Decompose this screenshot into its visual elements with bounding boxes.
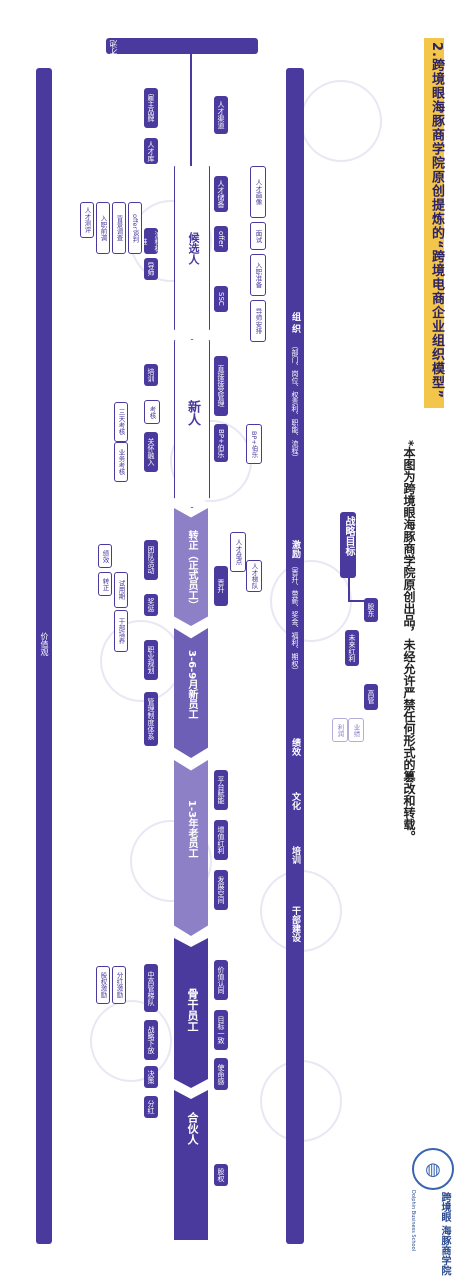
- talent-echelon-pill: 人才梯队: [246, 560, 262, 592]
- career-plan-pill: 职业规划: [144, 640, 158, 680]
- stage-partner-label: 合伙人: [186, 1112, 199, 1145]
- hiring-detail: 面试: [250, 222, 266, 250]
- stage-newcomer-label: 新人: [185, 400, 200, 426]
- platform-pill: 平台赋能: [214, 770, 228, 810]
- incentive-detail: （晋升、带薪、奖金、福利、期权）: [291, 562, 299, 674]
- strategy-down-pill: 战略下放: [144, 1020, 158, 1060]
- stage-369-label: 3-6-9月新员工: [186, 650, 197, 720]
- career-pill: 关怀融入: [144, 432, 158, 472]
- strategy-item: 股东: [364, 598, 378, 622]
- ssc-pill: SSC: [214, 286, 228, 312]
- org-detail: （部门、岗位、权责利、职能、流程）: [291, 342, 299, 461]
- stage-candidate-label: 候选人: [187, 232, 200, 265]
- logo-text-en: Dolphin Business School: [410, 1190, 416, 1252]
- decision-pill: 决策: [144, 1066, 158, 1088]
- dividend-pill: 分红: [144, 1096, 158, 1118]
- assess-label: 考核: [144, 400, 160, 424]
- bp-pill: BP+伯乐: [214, 424, 228, 462]
- mission-pill: 使命感: [214, 1058, 228, 1090]
- talent-channel-pill: 人才渠道: [214, 96, 228, 134]
- train-pill: 培训: [144, 364, 158, 386]
- hiring-detail: 入职准备: [250, 254, 266, 296]
- mgmt-echelon-pill: 中高管梯队: [144, 964, 158, 1012]
- growth-pill: 增值红利: [214, 820, 228, 860]
- promote-pill: 晋升: [214, 566, 228, 606]
- talent-pool-box: [106, 38, 258, 54]
- values-bar: [36, 68, 52, 1244]
- talent-database-tag: 人才库: [144, 138, 158, 164]
- backbone-detail: 股权激励: [96, 966, 110, 1004]
- page-title: [424, 38, 444, 408]
- assign-pill: 导师: [144, 258, 158, 280]
- stage-formal: [174, 508, 208, 626]
- incentive-label: 激励: [290, 540, 300, 558]
- goal-align-pill: 目标一致: [214, 1010, 228, 1050]
- stage-formal-label: 转正（正式员工）: [186, 530, 197, 610]
- cadre-label: 干部建设: [290, 906, 300, 942]
- stage-veteran: [174, 760, 208, 936]
- equity-pill: 股权: [214, 1164, 228, 1186]
- training-label: 培训: [290, 846, 300, 864]
- hiring-left-detail: 人才测评: [80, 202, 94, 238]
- employer-brand-tag: 雇主品牌: [144, 88, 158, 128]
- copyright-notice: *本图为跨境眼海豚商学院原创出品，未经允许严禁任何形式的篡改和转载。: [402, 440, 416, 843]
- hiring-left-detail: 入职前调: [96, 202, 110, 254]
- school-logo: ◍: [412, 1148, 454, 1190]
- watermark-logo: [90, 1000, 172, 1082]
- values-label: 价值观: [40, 632, 49, 656]
- stage-369: [174, 628, 208, 758]
- stage-newcomer: [174, 340, 210, 508]
- talent-pool-text: [110, 40, 254, 52]
- globe-icon: ◍: [425, 1158, 441, 1180]
- logo-text-cn: 跨境眼 海豚商学院: [439, 1192, 450, 1276]
- strategy-item: 未来红利: [345, 630, 359, 666]
- connector: [348, 578, 350, 600]
- page-title-text: 2.跨境眼海豚商学院原创提炼的“跨境电商企业组织模型”: [429, 42, 444, 400]
- bp-detail: BP+伯乐: [246, 424, 262, 464]
- watermark-logo: [100, 620, 182, 702]
- culture-onboard-pill: 直接接受管理: [214, 356, 228, 416]
- hiring-left-detail: offer谈判: [128, 202, 142, 254]
- value-id-pill: 价值认同: [214, 960, 228, 1000]
- flow-line: [190, 54, 192, 166]
- new-detail: 三天考核: [114, 402, 128, 442]
- offer-pill: offer: [214, 226, 228, 252]
- hiring-detail: 人才画像: [250, 166, 266, 218]
- talent-reserve-pill: 人才储备: [214, 176, 228, 212]
- group-pill: 团队活动: [144, 540, 158, 580]
- strategy-label: 战略目标: [343, 516, 354, 556]
- organization-bar: [286, 68, 304, 1244]
- formal-detail: 试用期: [114, 572, 128, 608]
- hiring-left-detail: 背景调查: [112, 202, 126, 254]
- org-label: 组 织: [290, 312, 300, 334]
- watermark-logo: [300, 80, 382, 162]
- backbone-detail: 分红激励: [112, 966, 126, 1004]
- watermark-logo: [130, 820, 212, 902]
- culture-label: 文化: [290, 792, 300, 810]
- new-detail: 业务考核: [114, 442, 128, 482]
- formal-detail: 绩效: [98, 544, 112, 568]
- mgmt-system-pill: 管理制度体系: [144, 692, 158, 746]
- dev-space-pill: 发展空间: [214, 870, 228, 910]
- strategy-tag: 业绩: [348, 718, 364, 742]
- talent-check-pill: 人才盘点: [230, 532, 246, 572]
- stage-veteran-label: 1-3年老员工: [186, 800, 197, 859]
- stage-backbone-label: 骨干员工: [186, 988, 199, 1032]
- stage-partner: [174, 1090, 208, 1240]
- reward-pill: 奖惩: [144, 594, 158, 616]
- hiring-detail: 导师安排: [250, 300, 266, 342]
- connector: [348, 600, 378, 602]
- strategy-item: 高管: [364, 684, 378, 710]
- process-pill: 流程标准: [140, 228, 162, 254]
- strategy-tag: 利润: [332, 718, 348, 742]
- performance-label: 绩效: [290, 738, 300, 756]
- strategy-block: [340, 512, 356, 578]
- stage-backbone: [174, 938, 208, 1088]
- formal-detail: 转正: [98, 572, 112, 596]
- formal-detail: 干部培养: [114, 610, 128, 652]
